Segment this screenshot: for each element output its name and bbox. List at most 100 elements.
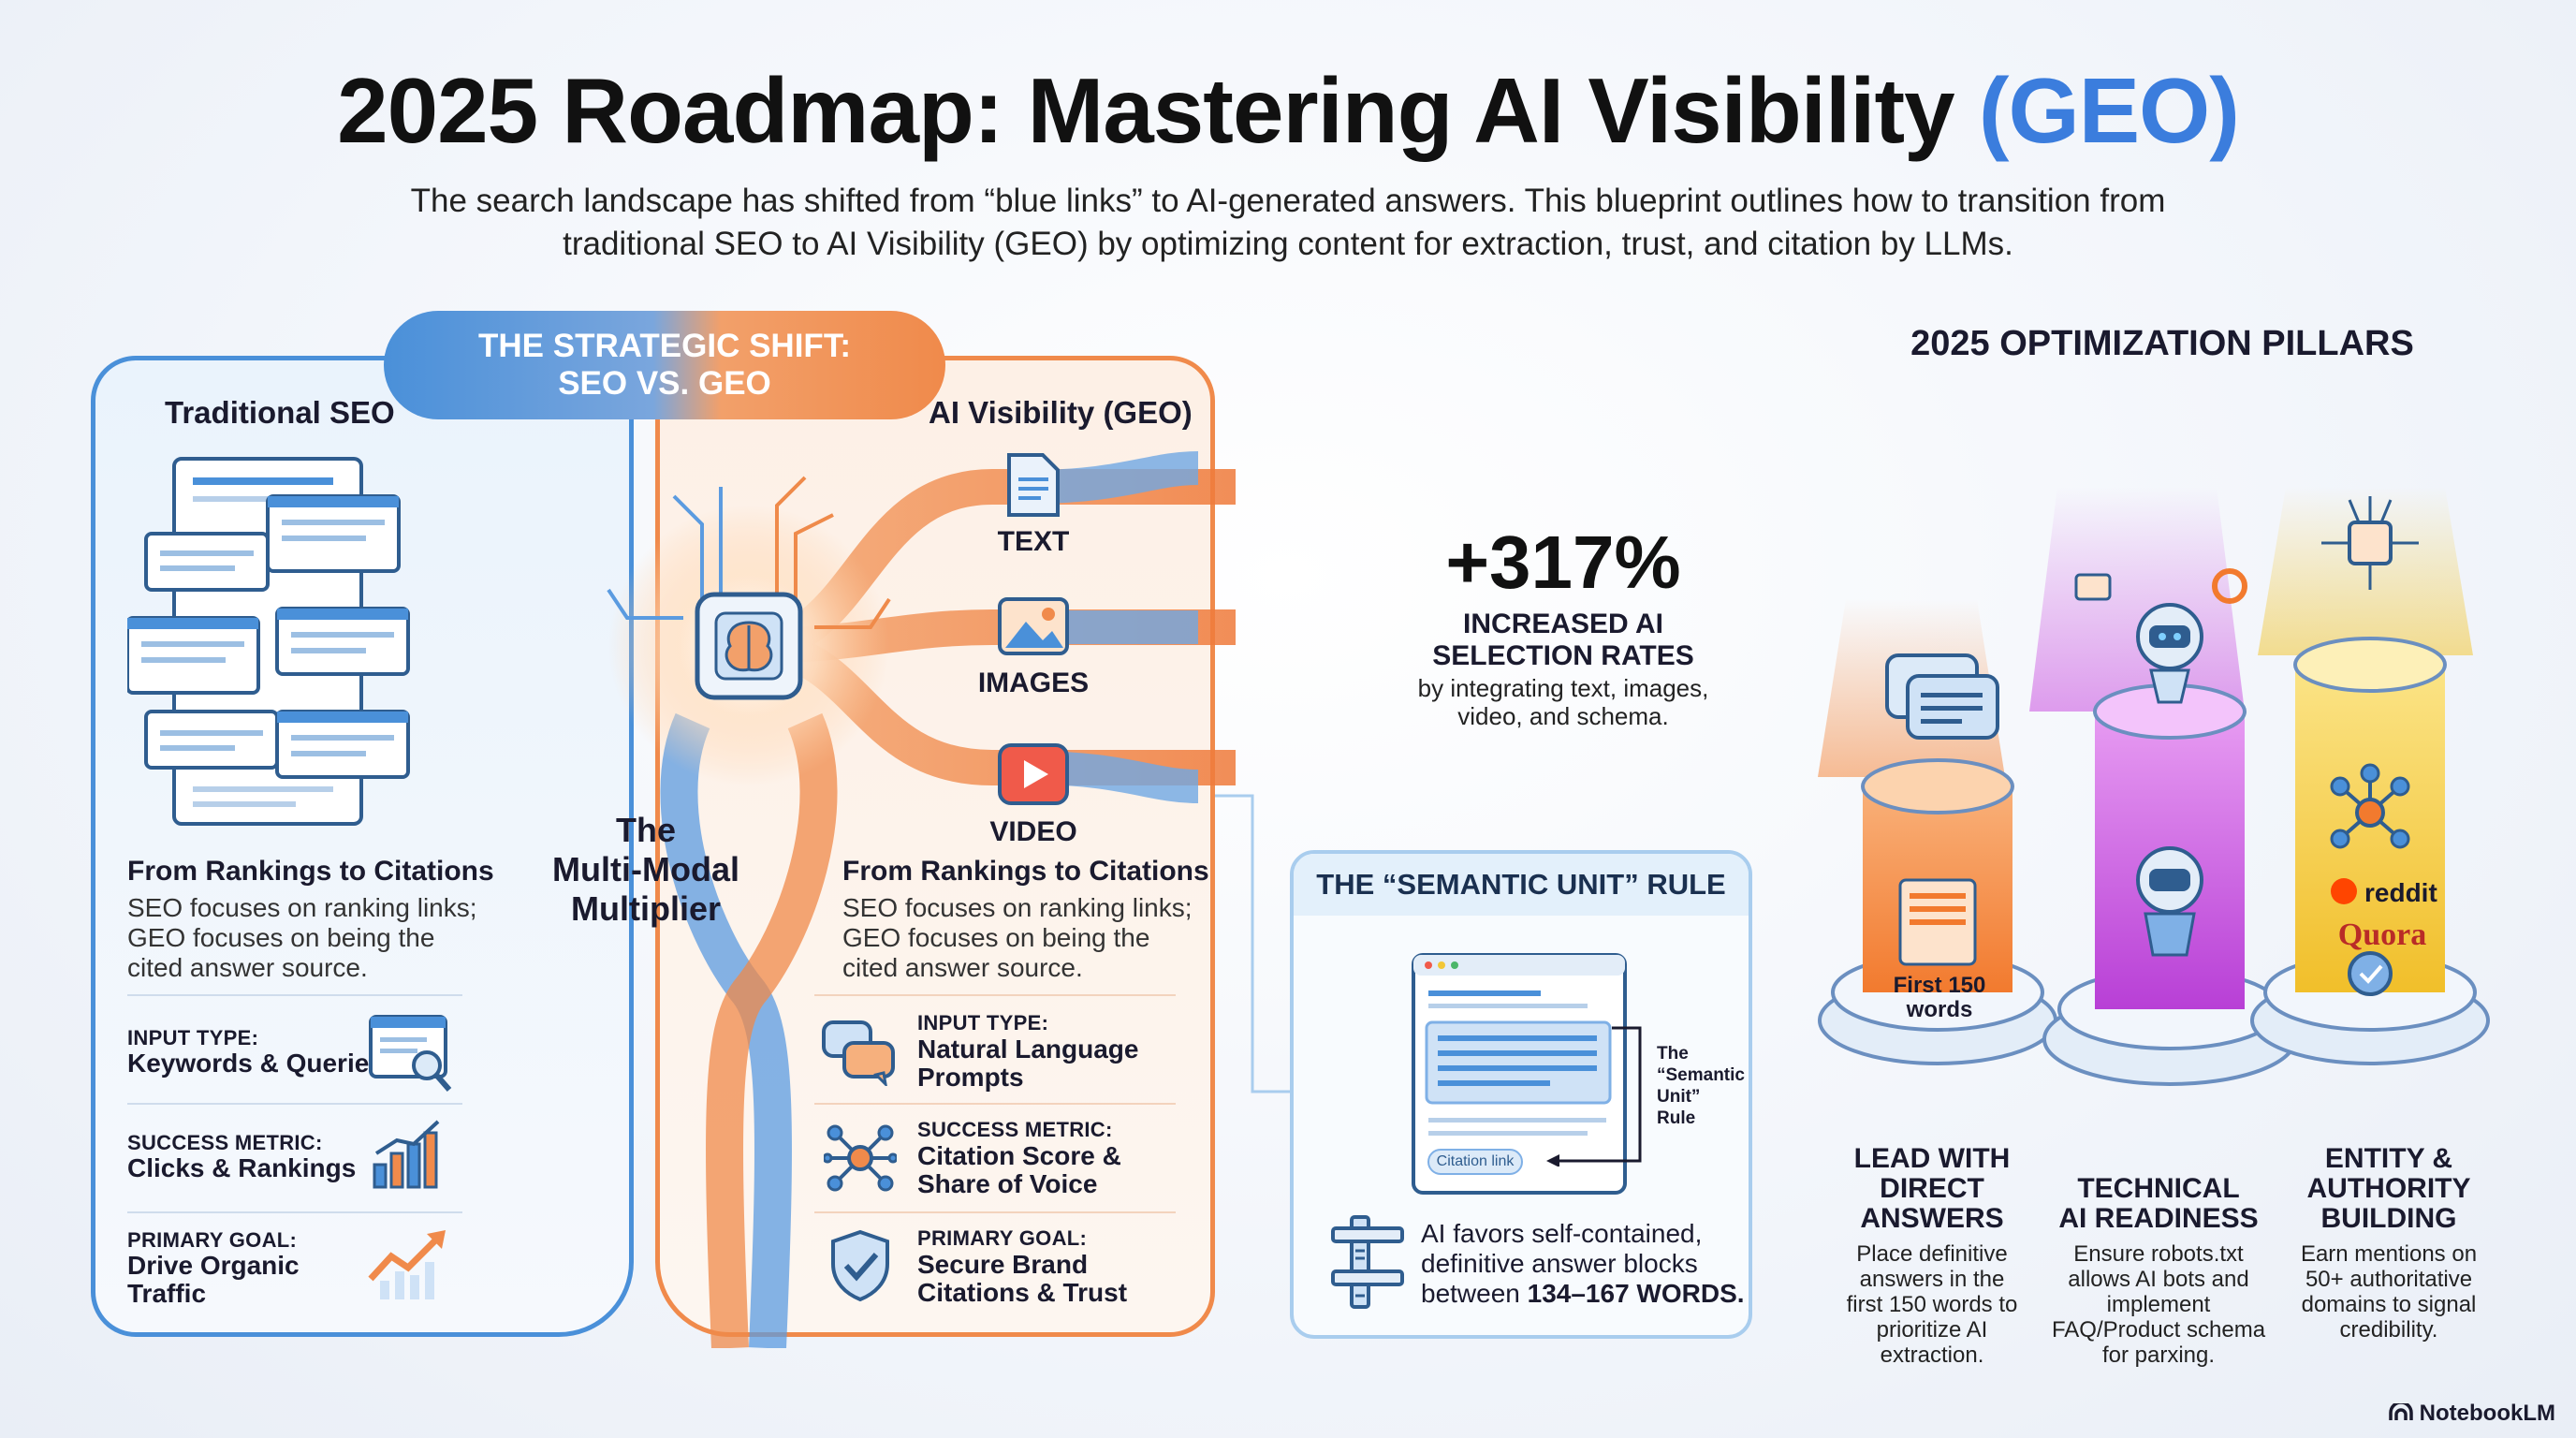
geo-input-type-value: Natural Language Prompts <box>917 1035 1138 1092</box>
media-label-images: IMAGES <box>977 668 1090 698</box>
pillars-title: 2025 OPTIMIZATION PILLARS <box>1910 324 2414 363</box>
growth-arrow-icon <box>368 1230 446 1299</box>
pillar-text-line: for parxing. <box>2101 1343 2216 1368</box>
pillar-text-line: allows AI bots and <box>2068 1267 2249 1292</box>
chat-bubbles-icon <box>822 1020 895 1086</box>
banner-line-1: THE STRATEGIC SHIFT: <box>478 328 851 364</box>
stat-subtext: by integrating text, images, video, and … <box>1376 674 1750 730</box>
pillar-2-text: Ensure robots.txt allows AI bots and imp… <box>2037 1241 2280 1368</box>
seo-block-text-line: cited answer source. <box>127 953 368 982</box>
pillar-text-line: domains to signal <box>2301 1292 2477 1317</box>
semantic-unit-text: AI favors self-contained, definitive ans… <box>1421 1219 1749 1309</box>
seo-block-title: From Rankings to Citations <box>127 856 494 887</box>
geo-primary-goal-value: Secure Brand Citations & Trust <box>917 1251 1127 1307</box>
seo-block-text: SEO focuses on ranking links; GEO focuse… <box>127 893 477 983</box>
seo-success-metric-label: SUCCESS METRIC: <box>127 1131 323 1154</box>
pillar-text-line: Place definitive <box>1856 1241 2008 1267</box>
notebooklm-label: NotebookLM <box>2419 1401 2555 1426</box>
semantic-text-line: between 134–167 WORDS. <box>1421 1279 1749 1309</box>
semantic-text-pre: between <box>1421 1279 1528 1308</box>
bar-chart-icon <box>373 1120 440 1189</box>
semantic-unit-side-label: The “Semantic Unit” Rule <box>1657 1043 1745 1129</box>
pillars-illustration <box>1818 487 2490 1086</box>
side-label-line: The <box>1657 1044 1689 1064</box>
notebooklm-brand: NotebookLM <box>2389 1401 2555 1427</box>
video-play-icon <box>998 743 1069 805</box>
seo-block-text-line: GEO focuses on being the <box>127 923 435 952</box>
word-count-highlight: 134–167 WORDS. <box>1527 1279 1745 1308</box>
subtitle-line-1: The search landscape has shifted from “b… <box>410 183 2166 219</box>
bracket-arrow-graphic <box>1546 1026 1642 1167</box>
stat-heading: INCREASED AI SELECTION RATES <box>1376 609 1750 672</box>
pillar-text-line: implement <box>2106 1292 2211 1317</box>
divider <box>814 994 1176 996</box>
geo-block-text-line: cited answer source. <box>842 953 1083 982</box>
reddit-logo: reddit <box>2364 878 2437 907</box>
geo-success-metric-value: Citation Score & Share of Voice <box>917 1142 1121 1198</box>
badge-line: First 150 <box>1893 973 1986 998</box>
pillar-title-line: ENTITY & <box>2324 1143 2453 1174</box>
pillar-title-line: LEAD WITH <box>1853 1143 2011 1174</box>
geo-heading: AI Visibility (GEO) <box>929 395 1193 430</box>
center-label-line: The <box>615 811 676 849</box>
geo-success-metric-label: SUCCESS METRIC: <box>917 1118 1113 1141</box>
seo-input-type-value: Keywords & Queries <box>127 1049 384 1078</box>
stat-sub-line: by integrating text, images, <box>1417 674 1709 702</box>
side-label-line: “Semantic <box>1657 1065 1745 1085</box>
pillar-3-text: Earn mentions on 50+ authoritative domai… <box>2267 1241 2510 1343</box>
geo-block-title: From Rankings to Citations <box>842 856 1209 887</box>
stat-heading-line: INCREASED AI <box>1463 609 1663 639</box>
citation-link-chip: Citation link <box>1436 1153 1515 1169</box>
banner-line-2: SEO VS. GEO <box>558 365 771 402</box>
badge-line: words <box>1906 997 1973 1022</box>
stat-sub-line: video, and schema. <box>1457 702 1669 730</box>
seo-input-type-label: INPUT TYPE: <box>127 1026 259 1049</box>
title-main: 2025 Roadmap: Mastering AI Visibility <box>337 59 1955 162</box>
seo-block-text-line: SEO focuses on ranking links; <box>127 893 477 922</box>
notebooklm-logo-icon <box>2389 1401 2413 1420</box>
seo-heading: Traditional SEO <box>165 395 395 430</box>
pillar-1-text: Place definitive answers in the first 15… <box>1810 1241 2054 1368</box>
stat-heading-line: SELECTION RATES <box>1432 640 1694 671</box>
pillar-title-line: ANSWERS <box>1860 1203 2004 1234</box>
seo-primary-goal-value: Drive Organic Traffic <box>127 1252 300 1308</box>
pillar-title-line: AUTHORITY <box>2306 1173 2471 1204</box>
pillar-text-line: Ensure robots.txt <box>2073 1241 2244 1267</box>
pillar-text-line: credibility. <box>2339 1317 2438 1343</box>
seo-primary-goal-line: Drive Organic <box>127 1251 300 1280</box>
strategic-shift-banner: THE STRATEGIC SHIFT: SEO VS. GEO <box>384 311 945 419</box>
geo-input-type-line: Prompts <box>917 1063 1024 1092</box>
multi-modal-multiplier-label: The Multi-Modal Multiplier <box>524 811 768 929</box>
search-results-pages-illustration <box>127 457 410 826</box>
semantic-text-line: definitive answer blocks <box>1421 1249 1698 1278</box>
side-label-line: Unit” <box>1657 1087 1701 1107</box>
geo-block-text-line: SEO focuses on ranking links; <box>842 893 1193 922</box>
pillar-text-line: extraction. <box>1880 1343 1984 1368</box>
stat-value: +317% <box>1445 521 1681 604</box>
subtitle-line-2: traditional SEO to AI Visibility (GEO) b… <box>563 226 2013 262</box>
geo-primary-goal-line: Citations & Trust <box>917 1278 1128 1307</box>
semantic-unit-page-illustration <box>1412 953 1627 1195</box>
image-icon <box>998 597 1069 655</box>
page-title: 2025 Roadmap: Mastering AI Visibility (G… <box>0 58 2576 164</box>
divider <box>127 1103 462 1105</box>
geo-primary-goal-label: PRIMARY GOAL: <box>917 1226 1088 1250</box>
geo-primary-goal-line: Secure Brand <box>917 1250 1089 1279</box>
divider <box>814 1211 1176 1213</box>
pillar-title-line: TECHNICAL <box>2077 1173 2240 1204</box>
center-label-line: Multiplier <box>571 889 721 928</box>
pillar-title-line: AI READINESS <box>2058 1203 2259 1234</box>
media-label-text: TEXT <box>997 526 1070 557</box>
page-subtitle: The search landscape has shifted from “b… <box>352 180 2224 266</box>
semantic-text-line: AI favors self-contained, <box>1421 1219 1703 1248</box>
geo-input-type-line: Natural Language <box>917 1034 1139 1064</box>
pillar-title-line: DIRECT <box>1880 1173 1984 1204</box>
side-label-line: Rule <box>1657 1108 1696 1128</box>
network-nodes-icon <box>824 1124 897 1192</box>
divider <box>814 1103 1176 1105</box>
divider <box>127 1211 462 1213</box>
semantic-unit-heading: THE “SEMANTIC UNIT” RULE <box>1294 854 1749 916</box>
caliper-ruler-icon <box>1331 1215 1404 1309</box>
media-label-video: VIDEO <box>989 816 1077 847</box>
geo-success-metric-line: Share of Voice <box>917 1169 1098 1198</box>
